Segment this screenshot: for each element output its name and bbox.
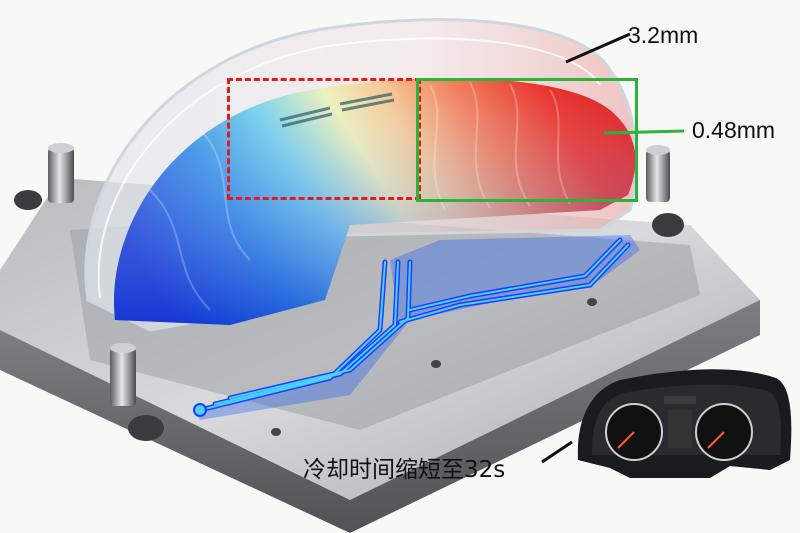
cooling-channels: [193, 235, 640, 420]
thick-region-box: [227, 78, 421, 200]
instrument-cluster-photo: [577, 369, 792, 478]
leader-lines: [541, 32, 631, 464]
temperature-heatmap-part: [113, 78, 636, 325]
guide-pins: [48, 143, 670, 406]
thin-region-box: [416, 78, 638, 202]
thin-wall-label: 0.48mm: [692, 117, 776, 143]
wall-thickness-label: 3.2mm: [628, 22, 699, 48]
thin-wall-leader: [603, 129, 685, 135]
cooling-time-label: 冷却时间缩短至32s: [303, 457, 506, 483]
